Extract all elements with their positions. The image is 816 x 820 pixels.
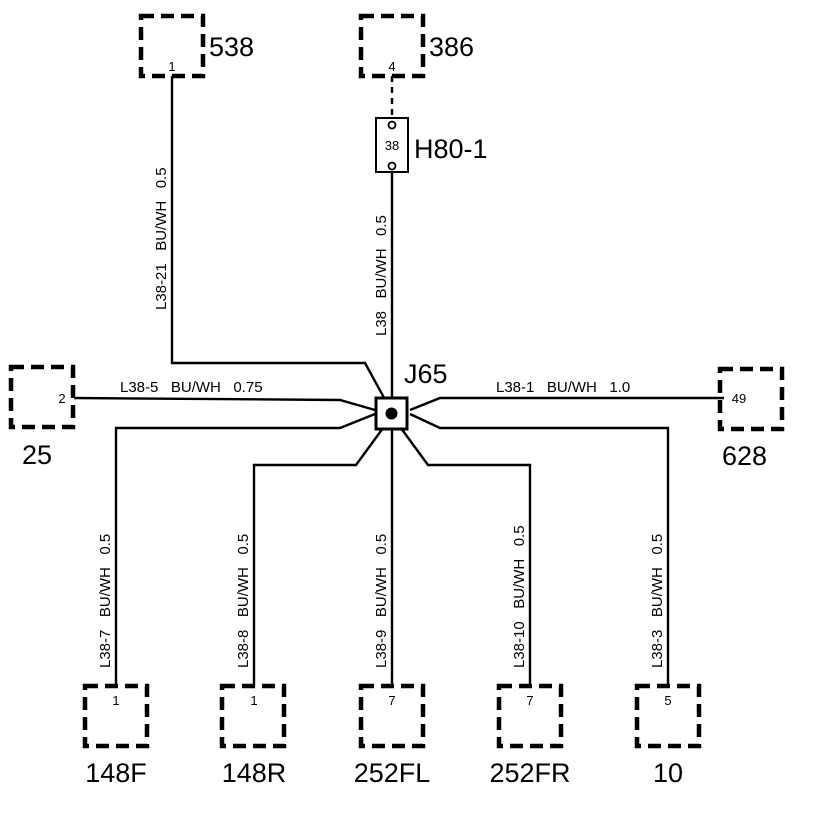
connector-386[interactable]: 4 [358, 13, 426, 79]
connector-628-pin: 49 [732, 391, 746, 406]
connector-148f-label: 148F [85, 758, 147, 788]
connector-148f[interactable]: 1 [82, 683, 150, 749]
connector-252fl-label: 252FL [354, 758, 431, 788]
wire-l38-7[interactable] [114, 412, 376, 686]
connector-386-label: 386 [429, 32, 474, 62]
connector-148f-pin: 1 [112, 693, 119, 708]
connector-148r-label: 148R [222, 758, 287, 788]
wire-label-l38-9: L38-9 BU/WH 0.5 [373, 534, 390, 668]
inline-connector-h80-1[interactable]: 38 [375, 117, 409, 173]
connector-538-label: 538 [209, 32, 254, 62]
wire-label-l38-21: L38-21 BU/WH 0.5 [153, 167, 170, 310]
connector-252fr-pin: 7 [526, 693, 533, 708]
connector-10[interactable]: 5 [634, 683, 702, 749]
connector-252fl-pin: 7 [388, 693, 395, 708]
wire-l38-3[interactable] [409, 412, 670, 686]
connector-10-label: 10 [653, 758, 683, 788]
connector-25-pin: 2 [58, 391, 65, 406]
wire-label-l38-7: L38-7 BU/WH 0.5 [97, 534, 114, 668]
connector-386-pin: 4 [388, 59, 395, 74]
connector-538-pin: 1 [168, 59, 175, 74]
wire-l38-8[interactable] [252, 423, 387, 686]
connector-25-label: 25 [22, 440, 52, 470]
connector-252fr-label: 252FR [489, 758, 570, 788]
wire-label-l38-3: L38-3 BU/WH 0.5 [649, 534, 666, 668]
connector-25[interactable]: 2 [8, 364, 76, 430]
wire-l38-21[interactable] [170, 76, 390, 406]
inline-connector-label: H80-1 [414, 134, 488, 164]
inline-pin: 38 [385, 138, 399, 153]
connector-538[interactable]: 1 [138, 13, 206, 79]
wire-label-l38: L38 BU/WH 0.5 [373, 215, 390, 336]
connector-10-pin: 5 [664, 693, 671, 708]
wire-l38-1[interactable] [409, 396, 724, 412]
connector-628-label: 628 [722, 441, 767, 471]
junction-j65[interactable] [374, 396, 409, 431]
connector-148r-pin: 1 [250, 693, 257, 708]
connector-252fr[interactable]: 7 [496, 683, 564, 749]
connector-252fl[interactable]: 7 [358, 683, 426, 749]
wire-l38-10[interactable] [397, 423, 532, 686]
wire-label-l38-1: L38-1 BU/WH 1.0 [496, 379, 630, 396]
wire-l38-5[interactable] [73, 396, 376, 412]
junction-label: J65 [404, 359, 448, 389]
connector-628[interactable]: 49 [717, 366, 785, 432]
connector-148r[interactable]: 1 [219, 683, 287, 749]
wire-label-l38-10: L38-10 BU/WH 0.5 [511, 525, 528, 668]
wire-label-l38-8: L38-8 BU/WH 0.5 [235, 534, 252, 668]
wire-label-l38-5: L38-5 BU/WH 0.75 [120, 379, 263, 396]
